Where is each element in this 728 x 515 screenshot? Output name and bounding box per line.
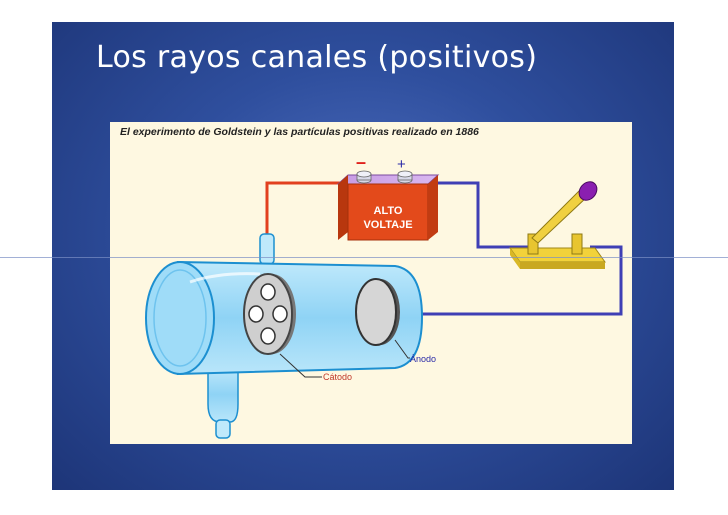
plus-sign: +: [397, 156, 406, 173]
battery-label-line1: ALTO: [374, 205, 403, 217]
negative-wire: [265, 181, 355, 234]
anode-leader: [394, 339, 410, 359]
perforated-cathode: [243, 273, 296, 355]
figure-caption: El experimento de Goldstein y las partíc…: [120, 126, 479, 138]
high-voltage-battery: – + ALTO VOLTAJE: [336, 152, 440, 241]
guide-line: [0, 257, 728, 258]
anode-label: Ánodo: [410, 354, 436, 364]
minus-sign: –: [356, 152, 366, 172]
battery-label-line2: VOLTAJE: [363, 219, 412, 231]
cathode-leader: [279, 353, 322, 378]
knife-switch: [509, 181, 606, 269]
positive-wire-to-anode: [400, 245, 623, 316]
goldstein-diagram: El experimento de Goldstein y las partíc…: [110, 122, 632, 444]
cathode-label: Cátodo: [323, 372, 352, 382]
slide-title: Los rayos canales (positivos): [96, 40, 538, 75]
positive-wire-to-switch: [415, 181, 530, 249]
diagram-svg: El experimento de Goldstein y las partíc…: [120, 126, 623, 439]
anode-disc: [355, 278, 400, 346]
